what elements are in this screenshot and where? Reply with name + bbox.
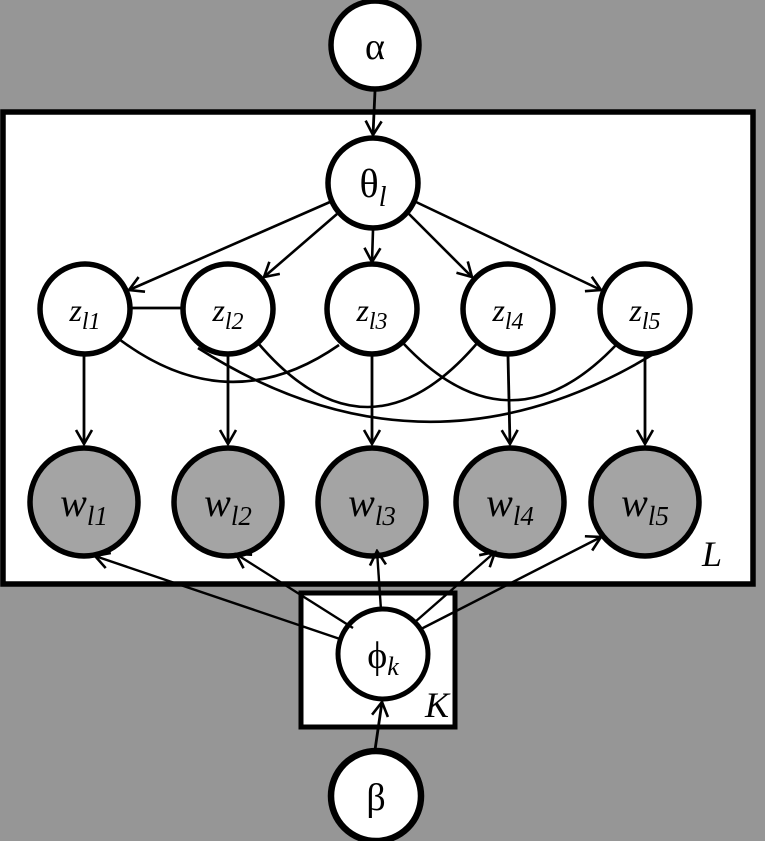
node-beta [327, 747, 425, 841]
edge-phi-w2 [236, 554, 354, 630]
theta-base: θ [360, 161, 379, 206]
plate-K-label: K [424, 685, 451, 725]
w4-sub: l4 [513, 501, 534, 531]
phi-base: ϕ [367, 635, 387, 677]
node-z-l5 [597, 261, 693, 357]
edge-arc-z2-z5 [197, 341, 672, 424]
z3-sub: l3 [369, 309, 388, 335]
w4-base: w [486, 480, 513, 525]
node-w-l5-label: wl5 [621, 480, 669, 531]
node-w-l2 [171, 445, 285, 559]
node-z-l1 [37, 261, 133, 357]
z2-sub: l2 [225, 309, 244, 335]
w3-base: w [348, 480, 375, 525]
node-beta-label: β [366, 777, 385, 819]
edge-phi-w1 [95, 556, 341, 641]
w5-base: w [621, 480, 648, 525]
edge-theta-z4 [408, 213, 472, 277]
edge-beta-phi [375, 702, 382, 751]
node-alpha-label: α [365, 26, 385, 68]
z1-sub: l1 [82, 309, 101, 335]
edge-phi-w4 [414, 552, 495, 623]
node-w-l2-label: wl2 [204, 480, 252, 531]
edge-theta-z3 [372, 229, 373, 262]
w1-sub: l1 [87, 501, 108, 531]
node-w-l1 [27, 445, 141, 559]
edge-phi-w5 [420, 537, 601, 631]
node-w-l4-label: wl4 [486, 480, 534, 531]
node-w-l3-label: wl3 [348, 480, 396, 531]
theta-sub: l [379, 182, 387, 213]
node-phi [335, 606, 431, 702]
node-alpha [328, 0, 422, 92]
z3-base: z [355, 292, 369, 328]
node-phi-label: ϕk [367, 635, 399, 681]
node-z-l2-label: zl2 [211, 292, 243, 335]
node-z-l3 [324, 261, 420, 357]
node-z-l4 [460, 261, 556, 357]
w5-sub: l5 [648, 501, 669, 531]
node-z-l2 [180, 261, 276, 357]
z1-base: z [68, 292, 82, 328]
phi-sub: k [387, 652, 399, 681]
plate-L-label: L [701, 534, 722, 574]
z4-sub: l4 [505, 309, 524, 335]
edge-theta-z5 [415, 200, 601, 290]
node-z-l1-label: zl1 [68, 292, 100, 335]
node-w-l5 [588, 445, 702, 559]
edge-z4-w4 [508, 355, 510, 444]
z2-base: z [211, 292, 225, 328]
edge-theta-z2 [264, 213, 338, 277]
w3-sub: l3 [375, 501, 396, 531]
z5-sub: l5 [642, 309, 661, 335]
w1-base: w [60, 480, 87, 525]
edge-theta-z1 [129, 200, 331, 290]
edge-arc-z2-z4 [257, 340, 480, 409]
node-theta [325, 135, 421, 231]
node-w-l4 [453, 445, 567, 559]
w2-base: w [204, 480, 231, 525]
edge-phi-w3 [377, 551, 381, 611]
node-z-l5-label: zl5 [628, 292, 660, 335]
node-z-l3-label: zl3 [355, 292, 387, 335]
edge-alpha-theta [373, 90, 375, 135]
node-theta-label: θl [360, 161, 387, 213]
z5-base: z [628, 292, 642, 328]
w2-sub: l2 [231, 501, 252, 531]
node-z-l4-label: zl4 [491, 292, 523, 335]
node-w-l1-label: wl1 [60, 480, 108, 531]
z4-base: z [491, 292, 505, 328]
